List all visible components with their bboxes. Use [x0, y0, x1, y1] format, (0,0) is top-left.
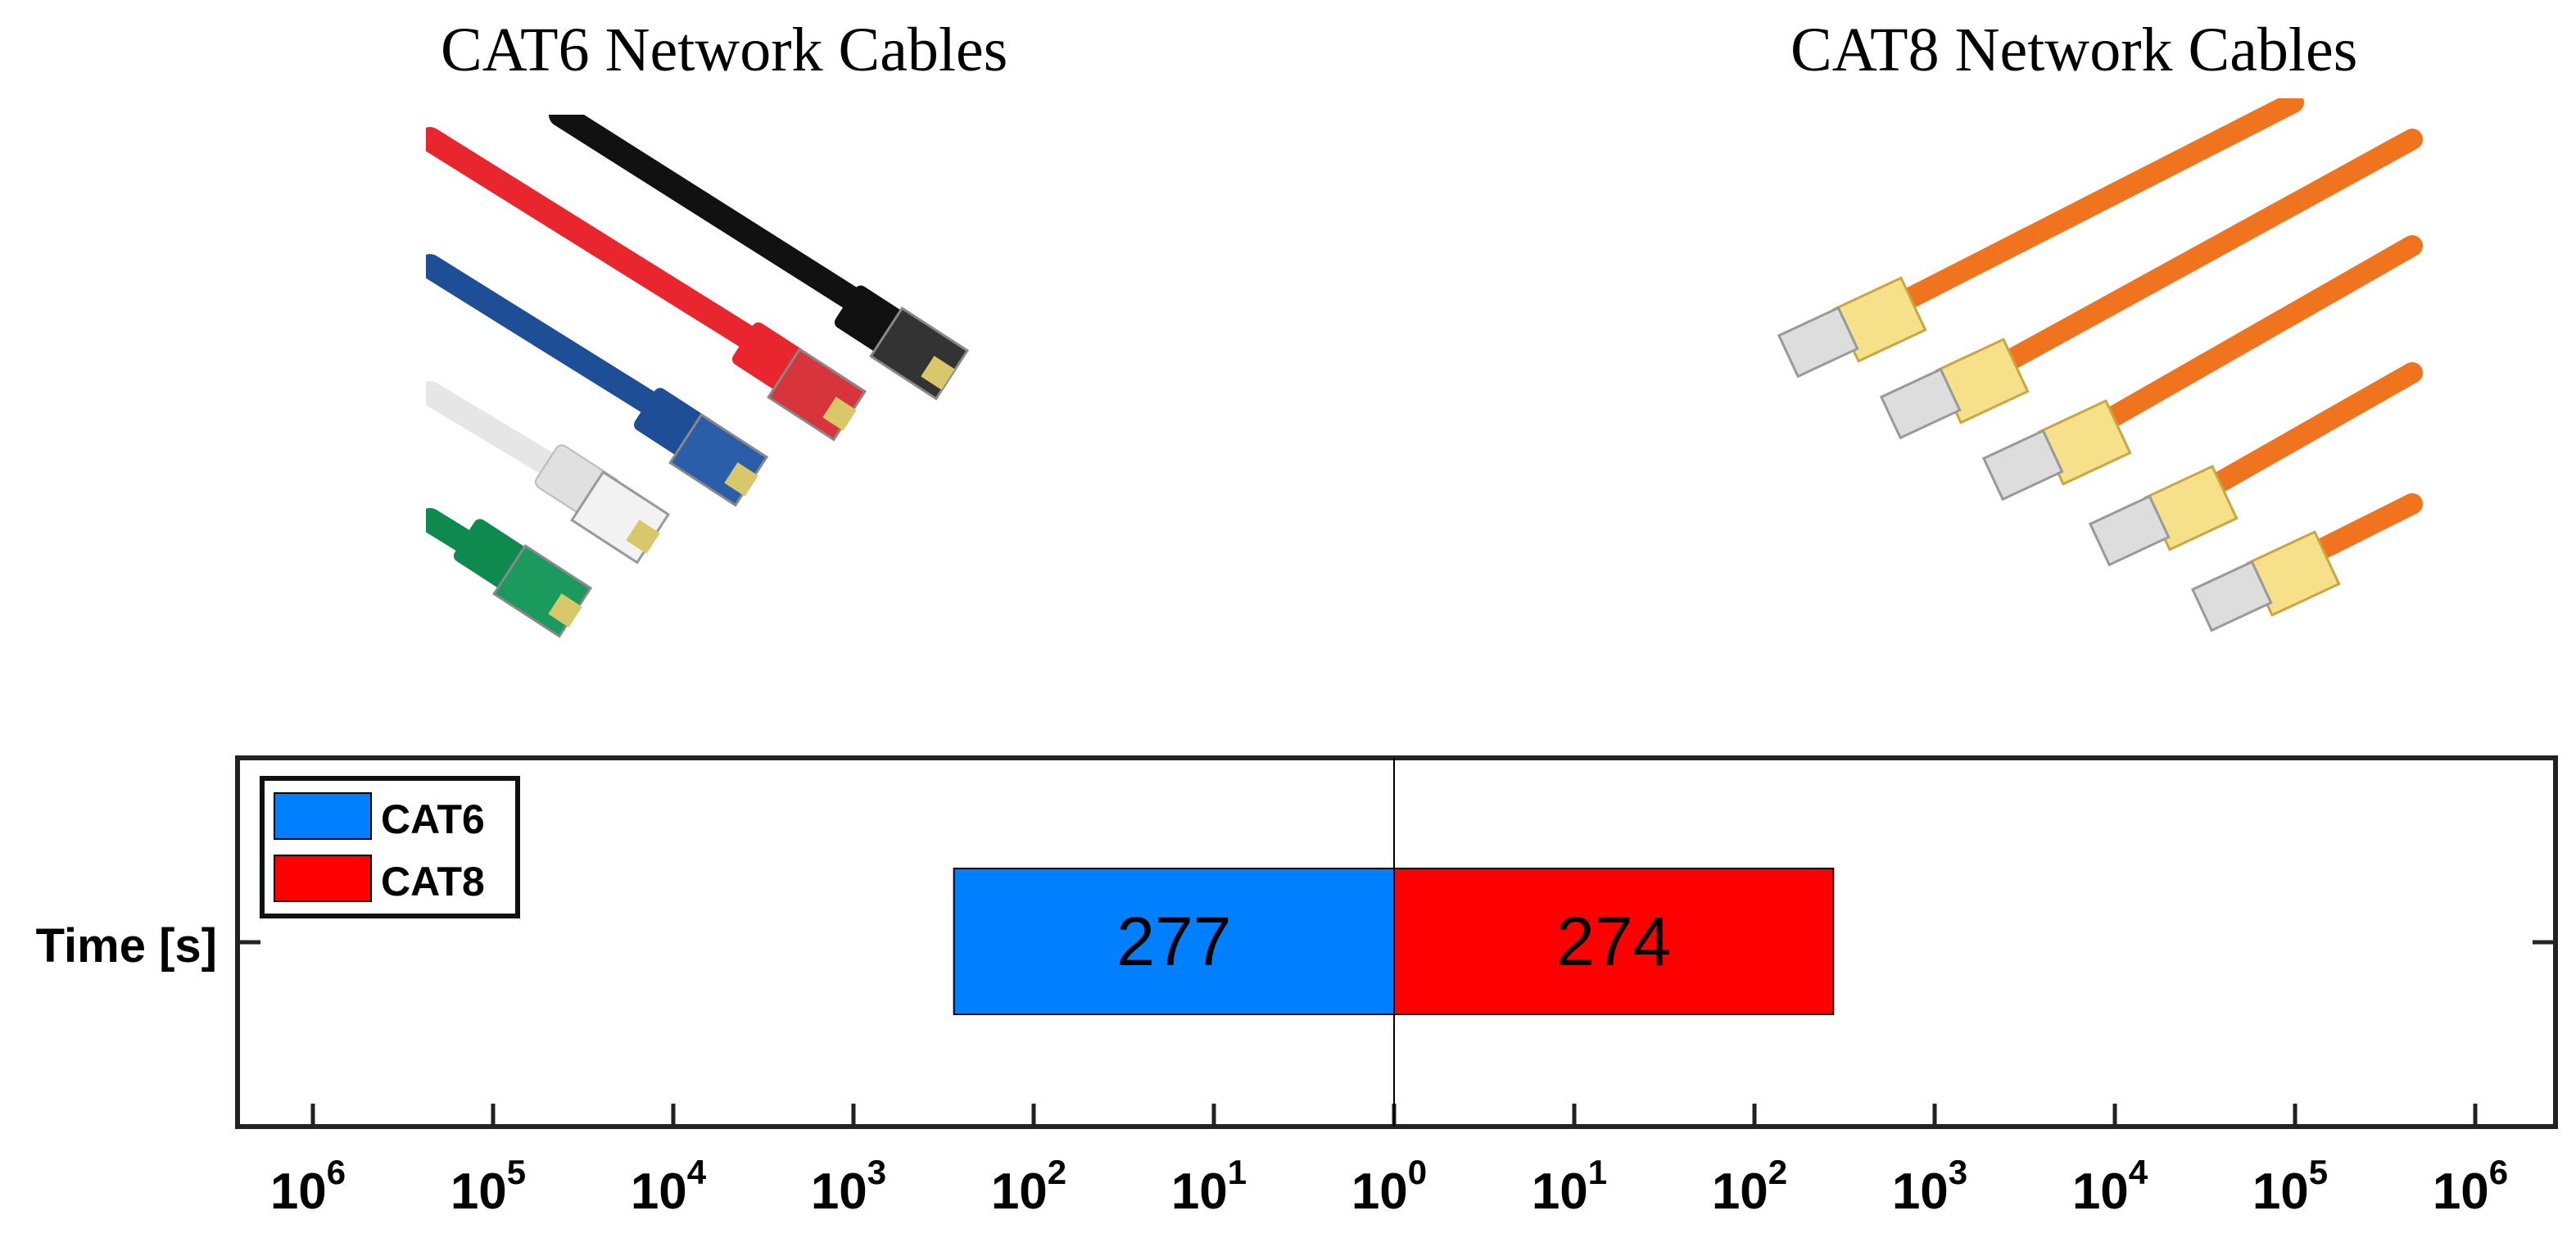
cat6-cables-image	[426, 115, 970, 638]
cat6-title: CAT6 Network Cables	[441, 16, 1008, 84]
cable-blue	[426, 254, 769, 507]
x-tick-label: 101	[1532, 1153, 1607, 1220]
cat8-cable-2	[1879, 129, 2423, 440]
cat8-cable-1	[1777, 98, 2304, 379]
x-tick-label: 104	[631, 1153, 707, 1220]
y-axis-category-label: Time [s]	[36, 919, 217, 973]
x-tick-exponent: 3	[1949, 1153, 1967, 1191]
x-tick-label: 101	[1171, 1153, 1247, 1220]
x-tick-exponent: 1	[1588, 1153, 1607, 1191]
cat8-cables-image	[1777, 98, 2423, 633]
x-tick-exponent: 4	[687, 1153, 707, 1191]
x-tick-exponent: 0	[1408, 1153, 1427, 1191]
x-tick-label: 106	[2433, 1153, 2508, 1220]
x-tick-label: 105	[450, 1153, 526, 1220]
x-tick-label: 103	[1892, 1153, 1967, 1220]
legend-swatch-cat8	[274, 855, 372, 902]
x-tick-label: 102	[1712, 1153, 1787, 1220]
legend-label-cat8: CAT8	[381, 859, 485, 905]
legend-label-cat6: CAT6	[381, 796, 485, 842]
bar-value-label-cat6: 277	[1116, 903, 1231, 980]
x-tick-label: 102	[991, 1153, 1066, 1220]
cable-black	[549, 115, 970, 401]
x-tick-exponent: 6	[327, 1153, 346, 1191]
x-tick-label: 105	[2252, 1153, 2328, 1220]
cat8-cable-4	[2088, 362, 2423, 567]
x-tick-label: 100	[1351, 1153, 1427, 1220]
cat8-cable-3	[1981, 235, 2423, 501]
cat8-cable-5	[2190, 493, 2423, 633]
bar-value-label-cat8: 274	[1556, 903, 1671, 980]
x-tick-exponent: 5	[2309, 1153, 2328, 1191]
bar-cat8	[1393, 868, 1835, 1015]
legend-swatch-cat6	[274, 792, 372, 840]
x-tick-label: 106	[270, 1153, 346, 1220]
cable-red	[426, 127, 867, 442]
x-tick-exponent: 1	[1228, 1153, 1247, 1191]
cable-white	[426, 381, 671, 565]
x-tick-exponent: 2	[1768, 1153, 1787, 1191]
x-tick-exponent: 2	[1048, 1153, 1066, 1191]
x-tick-exponent: 6	[2489, 1153, 2508, 1191]
x-tick-label: 103	[811, 1153, 886, 1220]
x-tick-exponent: 3	[867, 1153, 886, 1191]
x-tick-exponent: 4	[2129, 1153, 2148, 1191]
bar-cat6	[953, 868, 1395, 1015]
legend: CAT6 CAT8	[260, 776, 520, 918]
x-tick-exponent: 5	[507, 1153, 526, 1191]
x-tick-label: 104	[2072, 1153, 2148, 1220]
cable-green	[426, 508, 593, 638]
cat8-title: CAT8 Network Cables	[1791, 16, 2358, 84]
